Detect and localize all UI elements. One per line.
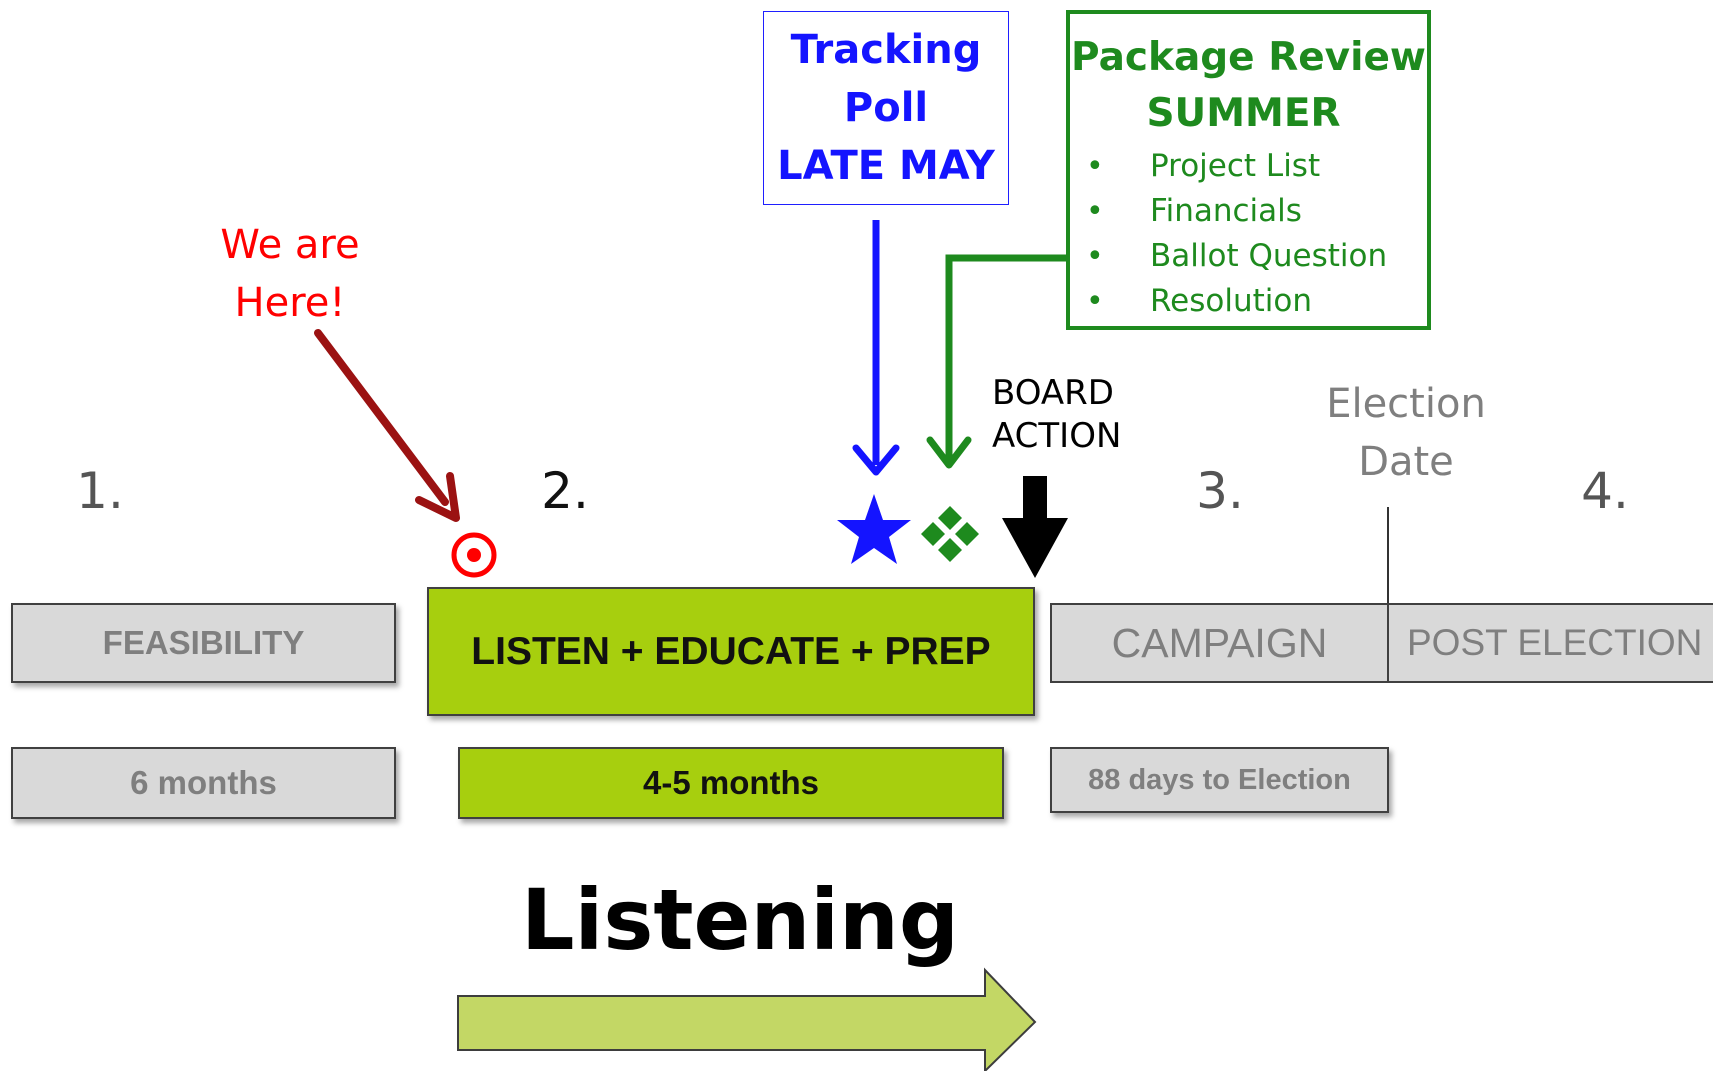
here-arrow-icon (314, 329, 460, 522)
package-review-title: Package Review (1071, 35, 1426, 80)
feasibility-stage: FEASIBILITY (11, 603, 396, 683)
phase-number-3: 3. (1196, 462, 1244, 520)
campaign-stage: CAMPAIGN (1050, 603, 1389, 683)
list-item: •Financials (1086, 193, 1302, 229)
package-review-list: •Project List •Financials •Ballot Questi… (1070, 144, 1427, 324)
package-review-box: Package Review SUMMER •Project List •Fin… (1066, 10, 1431, 330)
diamond-cluster-icon (921, 506, 979, 562)
tracking-poll-line1: Tracking (790, 27, 982, 73)
phase-number-1: 1. (76, 462, 124, 520)
list-item: •Project List (1086, 148, 1321, 184)
tracking-poll-box: Tracking Poll LATE MAY (763, 11, 1009, 205)
listening-label: Listening (521, 871, 959, 969)
we-are-here-label: We are Here! (190, 216, 390, 332)
poll-arrow-icon (852, 220, 900, 476)
election-date-line1: Election (1326, 381, 1486, 427)
campaign-duration: 88 days to Election (1050, 747, 1389, 813)
feasibility-duration: 6 months (11, 747, 396, 819)
post-election-stage: POST ELECTION (1387, 603, 1713, 683)
we-are-here-line1: We are (220, 222, 360, 268)
board-action-arrow-icon (1002, 476, 1068, 578)
list-item: •Ballot Question (1086, 238, 1388, 274)
election-date-line2: Date (1358, 439, 1454, 485)
list-item: •Resolution (1086, 283, 1312, 319)
phase-number-2: 2. (541, 462, 589, 520)
listening-arrow-icon (457, 967, 1037, 1071)
we-are-here-line2: Here! (234, 280, 346, 326)
target-icon (451, 532, 497, 578)
board-action-line1: BOARD (992, 373, 1114, 413)
tracking-poll-line3: LATE MAY (777, 143, 995, 189)
star-icon (837, 494, 911, 564)
tracking-poll-line2: Poll (843, 85, 929, 131)
election-date-label: Election Date (1300, 375, 1512, 491)
review-connector-icon (926, 254, 1068, 469)
package-review-subtitle: SUMMER (1146, 91, 1341, 136)
listen-educate-prep-stage: LISTEN + EDUCATE + PREP (427, 587, 1035, 716)
board-action-label: BOARD ACTION (992, 372, 1121, 458)
board-action-line2: ACTION (992, 416, 1122, 456)
phase-number-4: 4. (1581, 462, 1629, 520)
listen-duration: 4-5 months (458, 747, 1004, 819)
